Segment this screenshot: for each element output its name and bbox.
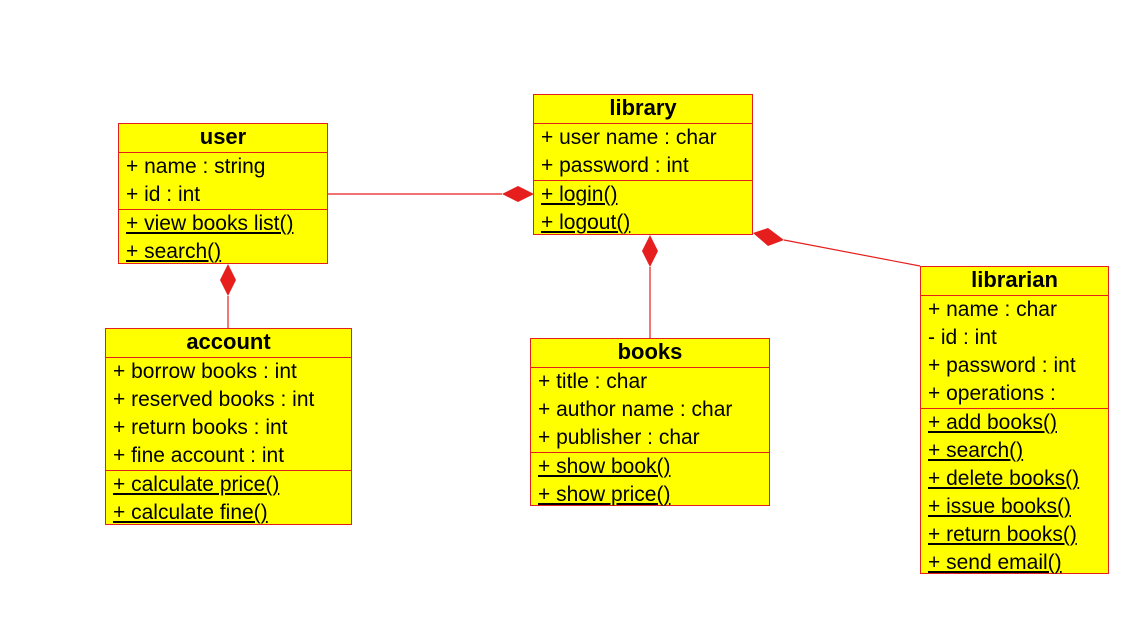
attribute: + title : char bbox=[538, 370, 648, 393]
attribute: + author name : char bbox=[538, 398, 733, 421]
attribute-compartment: + borrow books : int + reserved books : … bbox=[106, 358, 351, 471]
operation: + add books() bbox=[928, 411, 1057, 434]
attribute: + operations : bbox=[928, 382, 1056, 405]
operation-compartment: + view books list() + search() bbox=[119, 210, 327, 266]
operation: + show book() bbox=[538, 455, 671, 478]
class-account[interactable]: account + borrow books : int + reserved … bbox=[105, 328, 352, 525]
operation: + calculate fine() bbox=[113, 501, 268, 524]
operation: + calculate price() bbox=[113, 473, 280, 496]
operation-compartment: + calculate price() + calculate fine() bbox=[106, 471, 351, 527]
class-title: librarian bbox=[921, 267, 1108, 296]
attribute-compartment: + name : char - id : int + password : in… bbox=[921, 296, 1108, 409]
composition-diamond-library-user bbox=[502, 186, 534, 202]
operation: + delete books() bbox=[928, 467, 1080, 490]
operation: + login() bbox=[541, 183, 618, 206]
operation: + view books list() bbox=[126, 212, 294, 235]
attribute: + user name : char bbox=[541, 126, 717, 149]
composition-diamond-user-account bbox=[220, 264, 236, 296]
attribute: + borrow books : int bbox=[113, 360, 297, 383]
class-title: library bbox=[534, 95, 752, 124]
operation: + issue books() bbox=[928, 495, 1071, 518]
association-library-librarian bbox=[783, 239, 921, 267]
attribute: + name : char bbox=[928, 298, 1057, 321]
class-librarian[interactable]: librarian + name : char - id : int + pas… bbox=[920, 266, 1109, 574]
attribute: + password : int bbox=[541, 154, 689, 177]
attribute: + publisher : char bbox=[538, 426, 700, 449]
operation: + return books() bbox=[928, 523, 1077, 546]
attribute: + return books : int bbox=[113, 416, 288, 439]
operation: + logout() bbox=[541, 211, 631, 234]
operation-compartment: + login() + logout() bbox=[534, 181, 752, 237]
operation-compartment: + show book() + show price() bbox=[531, 453, 769, 509]
class-books[interactable]: books + title : char + author name : cha… bbox=[530, 338, 770, 506]
attribute: - id : int bbox=[928, 326, 997, 349]
composition-diamond-library-books bbox=[642, 235, 658, 267]
class-library[interactable]: library + user name : char + password : … bbox=[533, 94, 753, 235]
attribute: + id : int bbox=[126, 183, 201, 206]
class-title: account bbox=[106, 329, 351, 358]
composition-diamond-library-librarian bbox=[753, 228, 784, 246]
operation-compartment: + add books() + search() + delete books(… bbox=[921, 409, 1108, 577]
class-user[interactable]: user + name : string + id : int + view b… bbox=[118, 123, 328, 264]
attribute: + password : int bbox=[928, 354, 1076, 377]
operation: + send email() bbox=[928, 551, 1062, 574]
attribute: + fine account : int bbox=[113, 444, 285, 467]
operation: + search() bbox=[928, 439, 1024, 462]
class-title: user bbox=[119, 124, 327, 153]
attribute: + name : string bbox=[126, 155, 266, 178]
attribute-compartment: + user name : char + password : int bbox=[534, 124, 752, 181]
attribute-compartment: + name : string + id : int bbox=[119, 153, 327, 210]
attribute-compartment: + title : char + author name : char + pu… bbox=[531, 368, 769, 453]
class-title: books bbox=[531, 339, 769, 368]
attribute: + reserved books : int bbox=[113, 388, 315, 411]
operation: + search() bbox=[126, 240, 222, 263]
operation: + show price() bbox=[538, 483, 671, 506]
